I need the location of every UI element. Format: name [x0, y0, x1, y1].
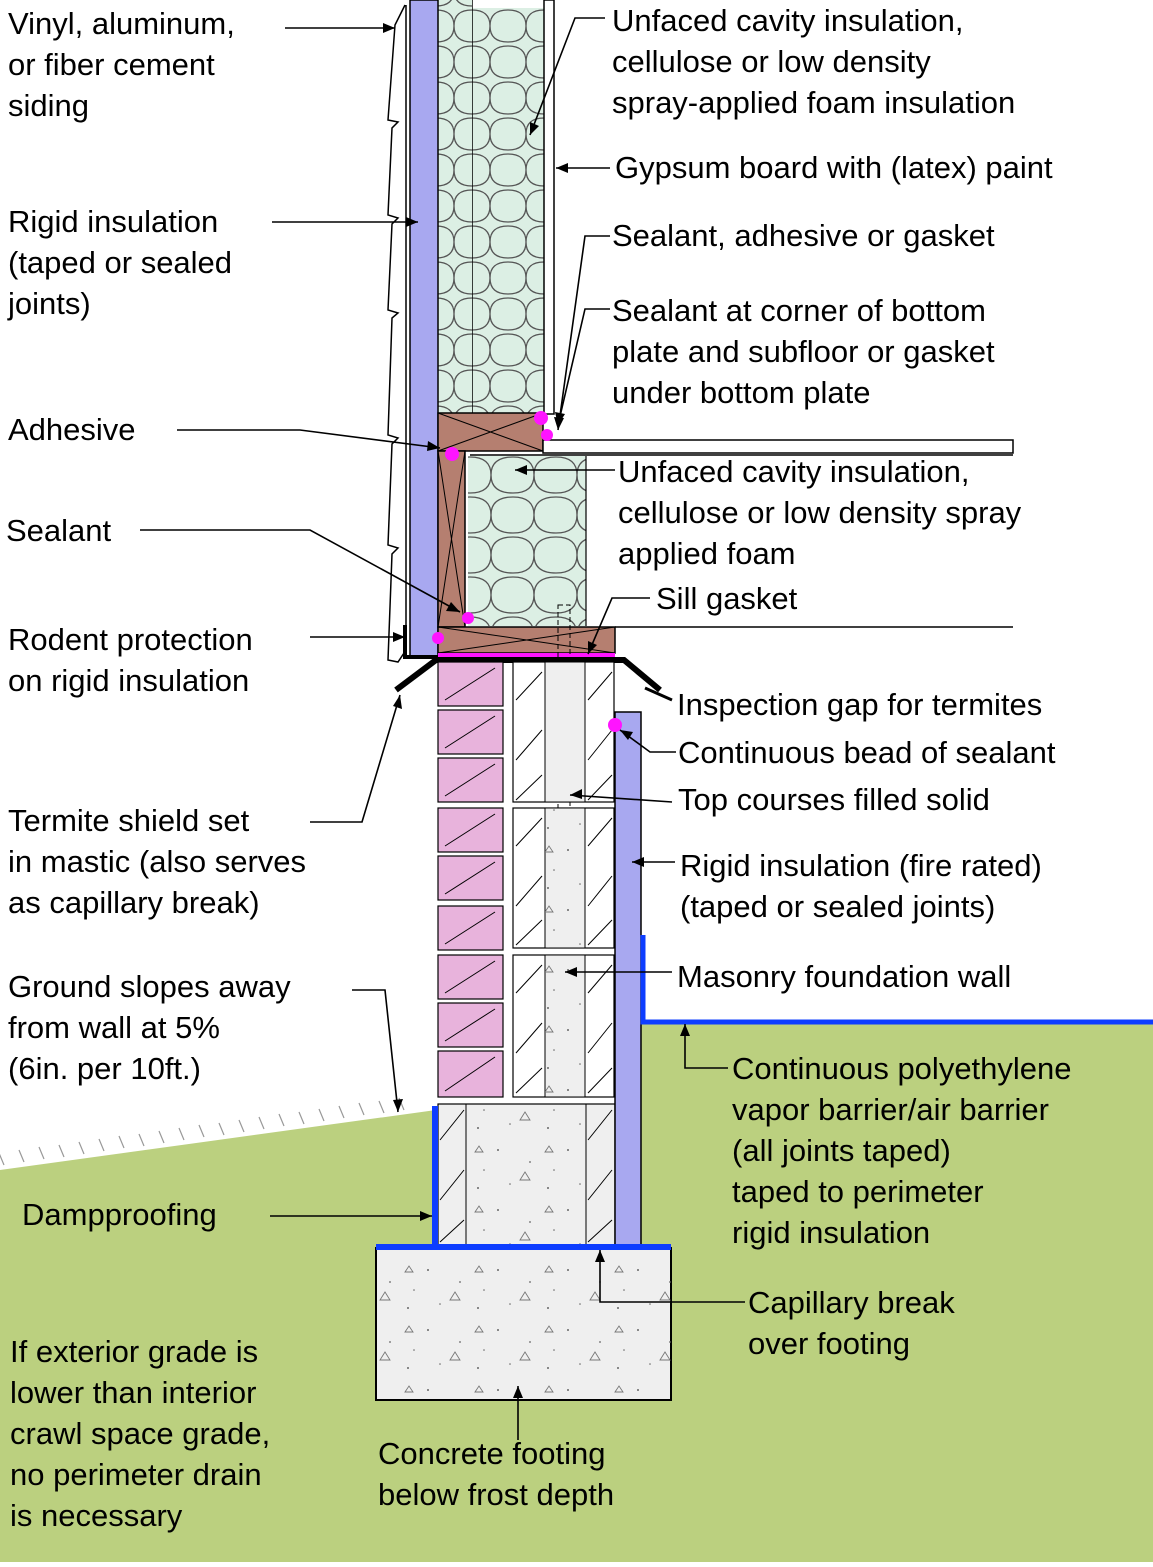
dampproofing	[432, 1106, 438, 1248]
label-dampproofing: Dampproofing	[22, 1197, 217, 1232]
label-sealant-adhesive-gasket: Sealant, adhesive or gasket	[612, 218, 995, 253]
poly-vapor-barrier	[640, 935, 1153, 1025]
label-rodent-protection: Rodent protection on rigid insulation	[8, 622, 253, 698]
label-sealant-corner: Sealant at corner of bottom plate and su…	[612, 293, 995, 410]
subfloor	[542, 439, 1014, 454]
ground-interior	[640, 1022, 1153, 1562]
masonry-block	[512, 661, 615, 1098]
brick-veneer	[437, 661, 504, 1098]
label-ground-slopes: Ground slopes away from wall at 5% (6in.…	[8, 969, 291, 1086]
sealant-dot-adhesive	[445, 447, 459, 461]
label-unfaced-cavity-top: Unfaced cavity insulation, cellulose or …	[612, 3, 1016, 120]
ground-exterior	[0, 1110, 436, 1562]
label-inspection-gap: Inspection gap for termites	[677, 687, 1043, 722]
sealant-dot-rim	[462, 612, 474, 624]
capillary-break	[376, 1244, 671, 1250]
label-poly-vapor-barrier: Continuous polyethylene vapor barrier/ai…	[732, 1051, 1072, 1250]
label-top-courses: Top courses filled solid	[678, 782, 990, 817]
sealant-dot-corner	[541, 429, 553, 441]
label-concrete-footing: Concrete footing below frost depth	[378, 1436, 615, 1512]
label-exterior-grade-note: If exterior grade is lower than interior…	[10, 1334, 271, 1533]
label-sill-gasket: Sill gasket	[656, 581, 798, 616]
termite-shield	[394, 657, 662, 693]
label-siding: Vinyl, aluminum, or fiber cement siding	[8, 6, 235, 123]
rodent-protection	[403, 625, 438, 659]
label-unfaced-cavity-rim: Unfaced cavity insulation, cellulose or …	[618, 454, 1022, 571]
label-gypsum: Gypsum board with (latex) paint	[615, 150, 1053, 185]
sill-gasket	[438, 653, 615, 657]
label-rigid-fire-rated: Rigid insulation (fire rated) (taped or …	[680, 848, 1042, 924]
label-capillary-break: Capillary break over footing	[748, 1285, 955, 1361]
leader-lines	[140, 17, 745, 1440]
label-rigid-insulation-top: Rigid insulation (taped or sealed joints…	[8, 204, 233, 321]
sealant-dot-plate	[534, 411, 548, 425]
siding	[387, 4, 407, 663]
gypsum-board	[543, 0, 555, 415]
grade-hatch	[0, 1097, 405, 1166]
label-adhesive: Adhesive	[8, 412, 136, 447]
label-masonry-wall: Masonry foundation wall	[677, 959, 1012, 994]
label-sealant: Sealant	[6, 513, 112, 548]
label-termite-shield: Termite shield set in mastic (also serve…	[8, 803, 307, 920]
label-continuous-bead: Continuous bead of sealant	[678, 735, 1056, 770]
sealant-dot-rodent	[432, 632, 444, 644]
rigid-insulation-fire-rated	[614, 711, 642, 1247]
sealant-dot-bead	[608, 718, 622, 732]
rigid-insulation-upper	[409, 0, 439, 658]
